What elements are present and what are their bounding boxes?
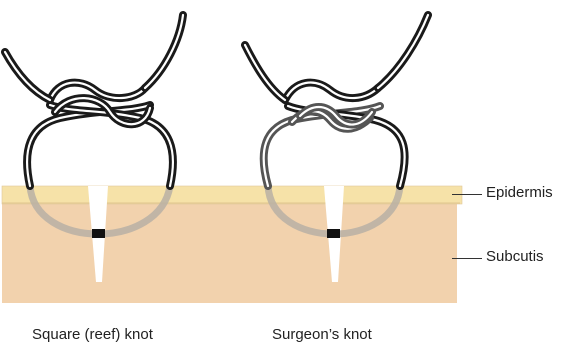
epidermis-label: Epidermis bbox=[486, 184, 553, 201]
subcutis-leader bbox=[452, 258, 482, 259]
square-knot-caption: Square (reef) knot bbox=[32, 326, 153, 343]
subcutis-layer bbox=[2, 203, 457, 303]
surgeons-knot bbox=[245, 15, 428, 186]
subcutis-label: Subcutis bbox=[486, 248, 544, 265]
surgeons-knot-caption: Surgeon’s knot bbox=[272, 326, 372, 343]
suture-crossing-right bbox=[327, 229, 340, 238]
suture-crossing-left bbox=[92, 229, 105, 238]
epidermis-leader bbox=[452, 194, 482, 195]
square-knot bbox=[5, 15, 183, 186]
